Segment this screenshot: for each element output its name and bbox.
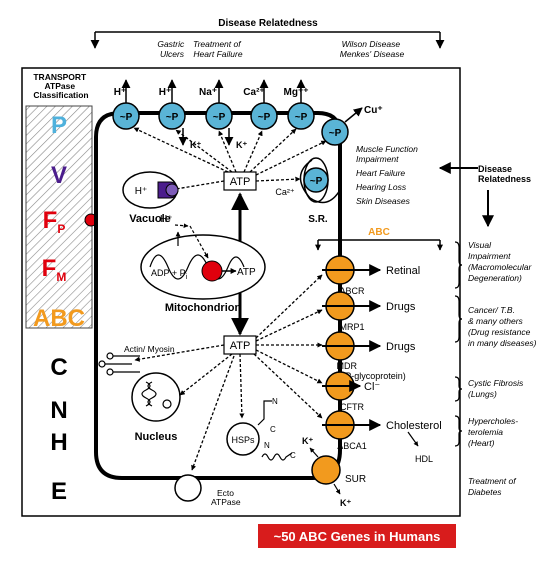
mdr-substrate: Drugs xyxy=(386,341,416,353)
gastric-ulcers-line2: Ulcers xyxy=(160,49,185,59)
sr-ca: Ca²⁺ xyxy=(275,187,295,197)
transporter-abcr: Retinal ABCR xyxy=(322,255,420,296)
abc-label: ABC xyxy=(368,227,390,238)
outer-frame xyxy=(21,67,461,517)
hsps-label: HSPs xyxy=(231,435,255,445)
pump-na-p: ~P xyxy=(213,112,226,123)
mito-h: H⁺ xyxy=(160,214,173,225)
mrp1-substrate: Drugs xyxy=(386,301,416,313)
hsp-c: C xyxy=(270,425,276,434)
hsp-n: N xyxy=(272,397,278,406)
abcr-name: ABCR xyxy=(339,286,365,296)
vacuole: H⁺ Vacuole xyxy=(122,171,179,225)
sur-k-in: K⁺ xyxy=(302,436,313,446)
cftr-substrate: Cl⁻ xyxy=(364,381,380,393)
gastric-ulcers-line1: Gastric xyxy=(157,39,185,49)
pump-cu: ~P Cu⁺ xyxy=(321,105,383,146)
sr-label: S.R. xyxy=(308,214,328,225)
pump-h1-ion: H⁺ xyxy=(114,87,127,98)
abc-transporters: Retinal ABCR Drugs MRP1 Drugs MDR (P-gly… xyxy=(302,255,442,508)
pump-na-ion: Na⁺ xyxy=(199,87,217,98)
abca1-substrate: Cholesterol xyxy=(386,420,442,432)
hypercholesterolemia: Hypercholes- terolemia (Heart) xyxy=(468,416,520,448)
pump-cu-ion: Cu⁺ xyxy=(364,105,383,116)
abc-genes-banner-text: ~50 ABC Genes in Humans xyxy=(274,529,441,544)
pump-mg: ~P Mg⁺⁺ xyxy=(284,79,315,130)
mito-adp: ADP + Pi xyxy=(151,268,188,281)
gastric-ulcers-label: Gastric Ulcers xyxy=(157,39,186,59)
wilson-menkes-label: Wilson Disease Menkes' Disease xyxy=(340,39,405,59)
mdr-name: MDR (P-glycoprotein) xyxy=(336,361,405,381)
sur-name: SUR xyxy=(345,474,366,485)
atp-mid-label: ATP xyxy=(230,340,251,352)
class-v: V xyxy=(51,162,67,189)
mitochondrion-label: Mitochondrion xyxy=(165,302,242,314)
class-c: C xyxy=(50,354,67,381)
visual-impairment: Visual Impairment (Macromolecular Degene… xyxy=(468,240,534,283)
pump-mg-p: ~P xyxy=(295,112,308,123)
class-p: P xyxy=(51,112,67,139)
pump-h1-p: ~P xyxy=(120,112,133,123)
hsp-c2: C xyxy=(290,451,296,460)
actin-label: Actin/ Myosin xyxy=(124,344,175,354)
vacuole-label: Vacuole xyxy=(129,213,171,225)
hsp-n2: N xyxy=(264,441,270,450)
transporter-mdr: Drugs MDR (P-glycoprotein) xyxy=(322,331,416,381)
hsps: HSPs N C N C xyxy=(226,397,296,461)
actin-myosin: Actin/ Myosin xyxy=(98,344,175,376)
p-type-pumps: ~P H⁺ ~P H⁺ K⁺ ~P Na⁺ K⁺ ~P Ca²⁺ xyxy=(112,79,383,150)
pump-mg-ion: Mg⁺⁺ xyxy=(284,87,309,98)
top-bracket xyxy=(90,31,445,49)
abcr-substrate: Retinal xyxy=(386,265,420,277)
disease-relatedness-right: Disease Relatedness xyxy=(478,164,531,184)
class-h: H xyxy=(50,429,67,456)
sarcoplasmic-reticulum: ~P Ca²⁺ S.R. xyxy=(275,157,341,225)
diabetes-treatment: Treatment of Diabetes xyxy=(468,476,518,497)
pump-h2-p: ~P xyxy=(166,112,179,123)
pump-h1: ~P H⁺ xyxy=(112,79,140,130)
sr-pump-p: ~P xyxy=(310,176,323,187)
atp-top-label: ATP xyxy=(230,176,251,188)
nucleus-label: Nucleus xyxy=(135,431,178,443)
mitochondrion: H⁺ ADP + Pi ATP Mitochondrion xyxy=(140,214,266,314)
cftr-name: CFTR xyxy=(340,402,364,412)
pump-ca-p: ~P xyxy=(258,112,271,123)
nucleus: Nucleus xyxy=(131,372,181,443)
abc-bracket: ABC xyxy=(315,227,443,251)
cancer-tb: Cancer/ T.B. & many others (Drug resista… xyxy=(468,305,537,348)
pump-cu-p: ~P xyxy=(329,128,342,139)
vacuole-h: H⁺ xyxy=(135,186,148,197)
transporter-sur: SUR K⁺ K⁺ xyxy=(302,436,366,508)
atp-mid-arrows xyxy=(134,274,323,471)
pump-ca-ion: Ca²⁺ xyxy=(243,87,264,98)
transporter-abca1: Cholesterol ABCA1 HDL xyxy=(322,410,442,464)
right-brackets xyxy=(454,241,463,447)
sur-k-out: K⁺ xyxy=(340,498,351,508)
abc-genes-banner xyxy=(258,524,456,548)
abca1-name: ABCA1 xyxy=(337,441,367,451)
transporter-cftr: Cl⁻ CFTR xyxy=(322,371,380,412)
hdl-label: HDL xyxy=(415,454,433,464)
atp-top-arrows xyxy=(133,127,327,192)
ecto-label: Ecto ATPase xyxy=(211,488,241,507)
cystic-fibrosis: Cystic Fibrosis (Lungs) xyxy=(468,378,526,399)
class-abc: ABC xyxy=(33,305,85,332)
heart-failure-treatment-label: Treatment of Heart Failure xyxy=(193,39,243,59)
pump-ca: ~P Ca²⁺ xyxy=(243,79,278,130)
transporter-mrp1: Drugs MRP1 xyxy=(322,291,416,332)
class-n: N xyxy=(50,397,67,424)
p-type-disease-list: Muscle Function Impairment Heart Failure… xyxy=(356,144,420,206)
mito-atp: ATP xyxy=(237,267,256,278)
classification-title: TRANSPORT ATPase Classification xyxy=(33,72,88,100)
disease-relatedness-title: Disease Relatedness xyxy=(218,18,318,29)
ecto-atpase: Ecto ATPase xyxy=(174,474,241,507)
classification-hatch-box xyxy=(25,105,93,329)
class-e: E xyxy=(51,478,67,505)
pump-na: ~P Na⁺ K⁺ xyxy=(199,79,247,150)
pump-h2-ion: H⁺ xyxy=(159,87,172,98)
pump-k2: K⁺ xyxy=(236,140,247,150)
mrp1-name: MRP1 xyxy=(339,322,364,332)
